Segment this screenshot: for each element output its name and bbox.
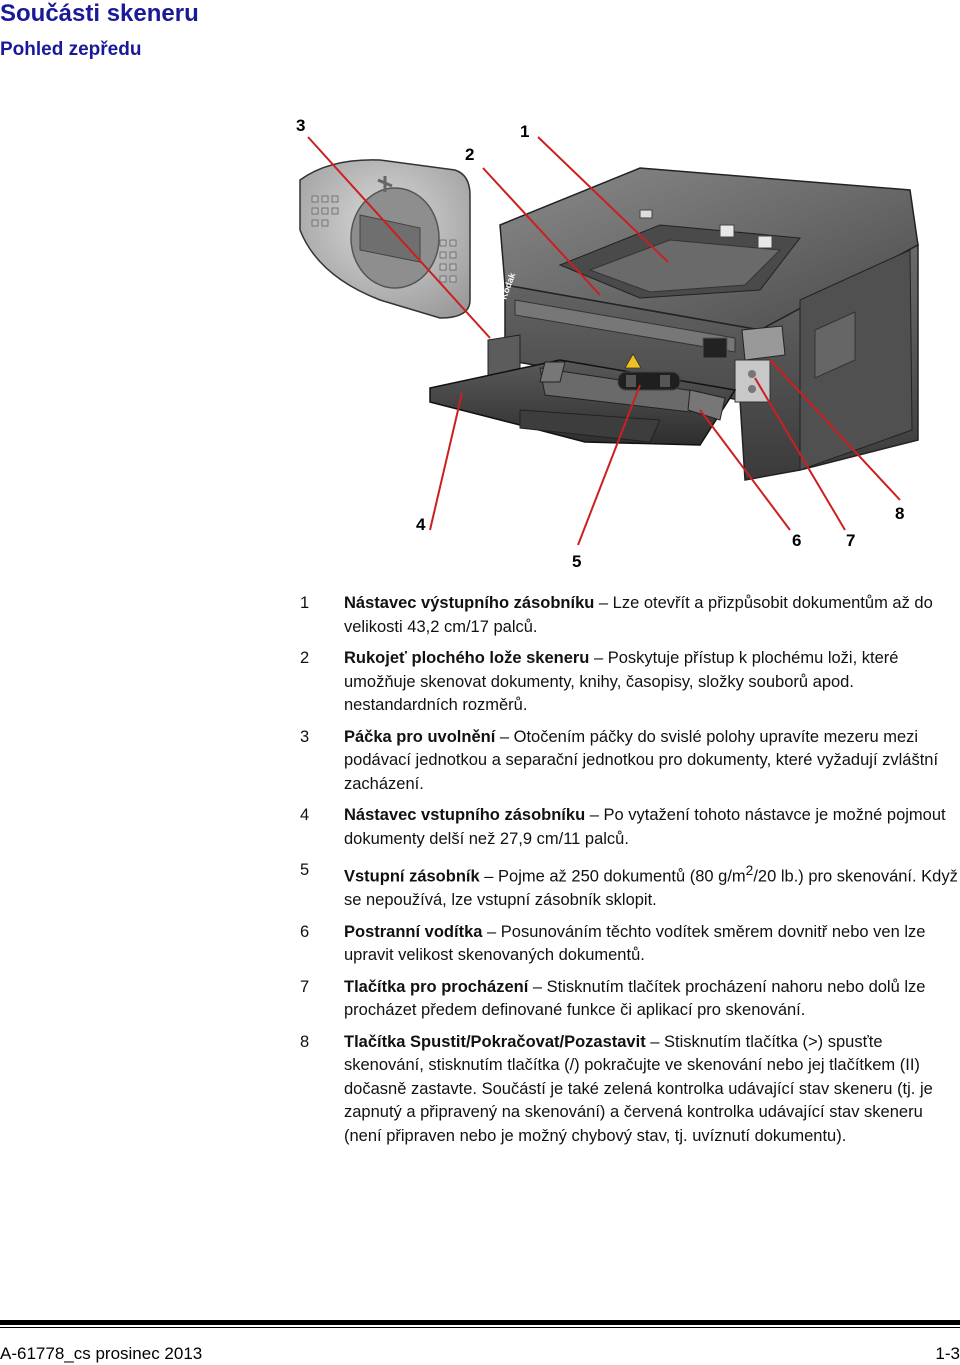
callout-3: 3 bbox=[296, 116, 305, 135]
superscript: 2 bbox=[745, 863, 754, 878]
page-title: Součásti skeneru bbox=[0, 0, 199, 27]
item-description: – Po vytažení tohoto nástavce je možné p… bbox=[344, 806, 946, 848]
item-term: Nástavec výstupního zásobníku bbox=[344, 594, 595, 612]
item-number: 7 bbox=[300, 977, 310, 996]
item-description: – Poskytuje přístup k plochému loži, kte… bbox=[344, 649, 899, 714]
item-description: – Lze otevřít a přizpůsobit dokumentům a… bbox=[344, 594, 933, 636]
callout-1: 1 bbox=[520, 122, 529, 141]
list-item: 8 Tlačítka Spustit/Pokračovat/Pozastavit… bbox=[300, 1031, 960, 1149]
item-number: 4 bbox=[300, 806, 310, 824]
callout-7: 7 bbox=[846, 531, 855, 550]
item-number: 8 bbox=[300, 1032, 310, 1051]
list-item: 2 Rukojeť plochého lože skeneru – Poskyt… bbox=[300, 647, 960, 718]
item-term: Tlačítka pro procházení bbox=[344, 977, 529, 996]
item-description: – Pojme až 250 dokumentů (80 g/m bbox=[479, 867, 746, 886]
callout-8: 8 bbox=[895, 504, 904, 523]
callout-4: 4 bbox=[416, 515, 426, 534]
item-description: – Posunováním těchto vodítek směrem dovn… bbox=[344, 922, 926, 965]
item-term: Páčka pro uvolnění bbox=[344, 727, 496, 746]
item-number: 6 bbox=[300, 922, 310, 941]
item-description: – Stisknutím tlačítka (>) spusťte skenov… bbox=[344, 1032, 933, 1145]
callout-6: 6 bbox=[792, 531, 801, 550]
item-number: 1 bbox=[300, 594, 310, 612]
footer-rule bbox=[0, 1320, 960, 1325]
release-lever-inset bbox=[299, 159, 471, 319]
item-term: Nástavec vstupního zásobníku bbox=[344, 806, 586, 824]
footer-doc-id: A-61778_cs prosinec 2013 bbox=[0, 1344, 203, 1363]
scanner-figure: Kodak 1 2 3 4 5 6 7 8 bbox=[296, 116, 919, 571]
section-subtitle: Pohled zepředu bbox=[0, 39, 142, 60]
item-description: – Stisknutím tlačítek procházení nahoru … bbox=[344, 977, 926, 1020]
item-number: 3 bbox=[300, 727, 310, 746]
list-item: 4 Nástavec vstupního zásobníku – Po vyta… bbox=[300, 804, 960, 851]
footer-rule-thin bbox=[0, 1327, 960, 1328]
list-item: 7 Tlačítka pro procházení – Stisknutím t… bbox=[300, 976, 960, 1023]
item-term: Tlačítka Spustit/Pokračovat/Pozastavit bbox=[344, 1032, 646, 1051]
item-description: – Otočením páčky do svislé polohy upraví… bbox=[344, 727, 939, 793]
callout-leaders bbox=[307, 136, 901, 546]
list-item: 1 Nástavec výstupního zásobníku – Lze ot… bbox=[300, 592, 960, 639]
item-description-continued: /20 lb.) pro skenování. Když se nepoužív… bbox=[344, 867, 958, 910]
list-item: 3 Páčka pro uvolnění – Otočením páčky do… bbox=[300, 726, 960, 797]
footer-page-number: 1-3 bbox=[935, 1344, 960, 1363]
input-tray bbox=[429, 353, 737, 446]
item-term: Vstupní zásobník bbox=[344, 867, 480, 886]
item-number: 5 bbox=[300, 861, 310, 879]
scanner-body: Kodak bbox=[487, 167, 919, 481]
callout-2: 2 bbox=[465, 145, 474, 164]
callout-5: 5 bbox=[572, 552, 581, 571]
item-term: Postranní vodítka bbox=[344, 922, 483, 941]
item-number: 2 bbox=[300, 649, 310, 667]
parts-list: 1 Nástavec výstupního zásobníku – Lze ot… bbox=[300, 592, 960, 1156]
item-term: Rukojeť plochého lože skeneru bbox=[344, 649, 590, 667]
list-item: 6 Postranní vodítka – Posunováním těchto… bbox=[300, 921, 960, 968]
list-item: 5 Vstupní zásobník – Pojme až 250 dokume… bbox=[300, 859, 960, 913]
